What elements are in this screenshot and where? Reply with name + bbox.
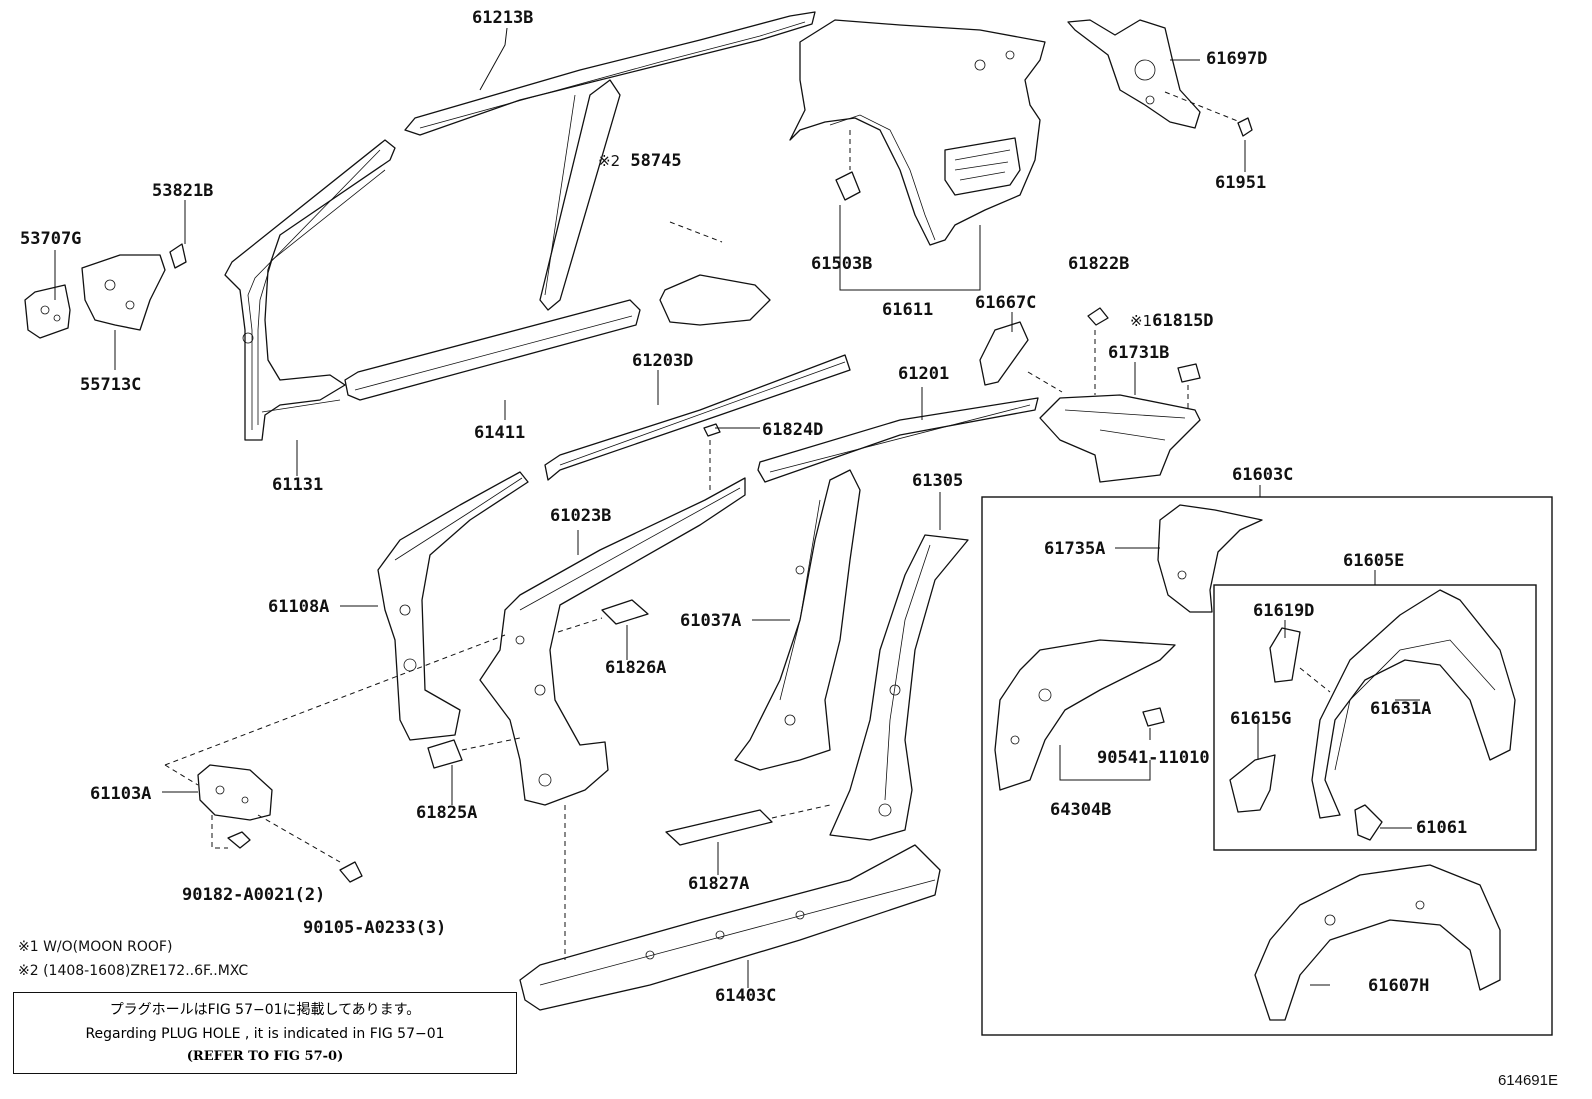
part-label-61827A[interactable]: 61827A [688, 874, 750, 894]
part-label-61815D[interactable]: ※161815D [1130, 313, 1214, 330]
part-label-61611[interactable]: 61611 [882, 300, 934, 320]
reference-line-refer[interactable]: (REFER TO FIG 57-0) [186, 1049, 344, 1064]
part-label-61023B[interactable]: 61023B [550, 506, 612, 526]
part-label-61825A[interactable]: 61825A [416, 803, 478, 823]
part-label-61131[interactable]: 61131 [272, 475, 324, 495]
part-label-61203D[interactable]: 61203D [632, 351, 694, 371]
part-label-61605E[interactable]: 61605E [1343, 551, 1405, 571]
roof-rails-drawing [544, 354, 1039, 483]
part-label-64304B[interactable]: 64304B [1050, 800, 1112, 820]
front-pillar-drawing [377, 471, 529, 741]
rear-tray-drawing [979, 307, 1201, 483]
part-label-61213B[interactable]: 61213B [472, 8, 534, 28]
bracket-61103A-drawing [197, 764, 363, 883]
part-label-61603C[interactable]: 61603C [1232, 465, 1294, 485]
reference-box: プラグホールはFIG 57−01に掲載してあります。 Regarding PLU… [13, 992, 517, 1074]
part-label-61822B[interactable]: 61822B [1068, 254, 1130, 274]
part-label-58745[interactable]: ※2 58745 [598, 153, 682, 170]
part-label-61731B[interactable]: 61731B [1108, 343, 1170, 363]
part-label-61815D-number: 61815D [1152, 311, 1214, 331]
part-label-61615G[interactable]: 61615G [1230, 709, 1292, 729]
reference-line-japanese: プラグホールはFIG 57−01に掲載してあります。 [109, 1002, 421, 1018]
part-label-61201[interactable]: 61201 [898, 364, 950, 384]
part-label-53707G[interactable]: 53707G [20, 229, 82, 249]
part-label-90105-A0233[interactable]: 90105-A0233(3) [303, 918, 447, 938]
reference-line-english: Regarding PLUG HOLE , it is indicated in… [85, 1026, 445, 1042]
side-outer-panel-drawing [224, 11, 816, 441]
part-label-61631A[interactable]: 61631A [1370, 699, 1432, 719]
footnote-2: ※2 (1408-1608)ZRE172..6F..MXC [18, 963, 249, 979]
part-label-61607H[interactable]: 61607H [1368, 976, 1430, 996]
quarter-panel-drawing [789, 19, 1046, 246]
part-label-55713C[interactable]: 55713C [80, 375, 142, 395]
assembly-dashed-lines [164, 91, 1331, 960]
part-label-61735A[interactable]: 61735A [1044, 539, 1106, 559]
part-label-90541-11010[interactable]: 90541-11010 [1097, 748, 1210, 768]
part-label-90182-A0021[interactable]: 90182-A0021(2) [182, 885, 326, 905]
part-label-61305[interactable]: 61305 [912, 471, 964, 491]
part-label-61824D[interactable]: 61824D [762, 420, 824, 440]
part-label-61103A[interactable]: 61103A [90, 784, 152, 804]
part-label-61108A[interactable]: 61108A [268, 597, 330, 617]
note-mark-1: ※1 [1130, 312, 1153, 330]
part-label-61667C[interactable]: 61667C [975, 293, 1037, 313]
part-label-58745-number: 58745 [630, 151, 682, 171]
leader-lines [54, 27, 1420, 988]
footnote-1: ※1 W/O(MOON ROOF) [18, 939, 173, 955]
part-label-61061[interactable]: 61061 [1416, 818, 1468, 838]
part-label-61951[interactable]: 61951 [1215, 173, 1267, 193]
part-label-61619D[interactable]: 61619D [1253, 601, 1315, 621]
inner-pillar-drawing [479, 477, 746, 806]
center-pillar-drawing [829, 534, 969, 841]
rocker-drawing [519, 844, 941, 1011]
wheelhouse-parts-drawing [994, 504, 1516, 1021]
part-label-61411[interactable]: 61411 [474, 423, 526, 443]
part-label-61503B[interactable]: 61503B [811, 254, 873, 274]
part-label-61403C[interactable]: 61403C [715, 986, 777, 1006]
figure-number: 614691E [1497, 1072, 1558, 1089]
left-brackets-drawing [24, 243, 187, 339]
bracket-61697D-drawing [1067, 19, 1253, 137]
part-label-61826A[interactable]: 61826A [605, 658, 667, 678]
patches-drawing [427, 423, 773, 846]
note-mark-2: ※2 [598, 152, 621, 170]
b-pillar-drawing [734, 469, 861, 771]
part-label-61037A[interactable]: 61037A [680, 611, 742, 631]
part-label-53821B[interactable]: 53821B [152, 181, 214, 201]
group-frame-61603C [981, 496, 1553, 1036]
part-label-61697D[interactable]: 61697D [1206, 49, 1268, 69]
